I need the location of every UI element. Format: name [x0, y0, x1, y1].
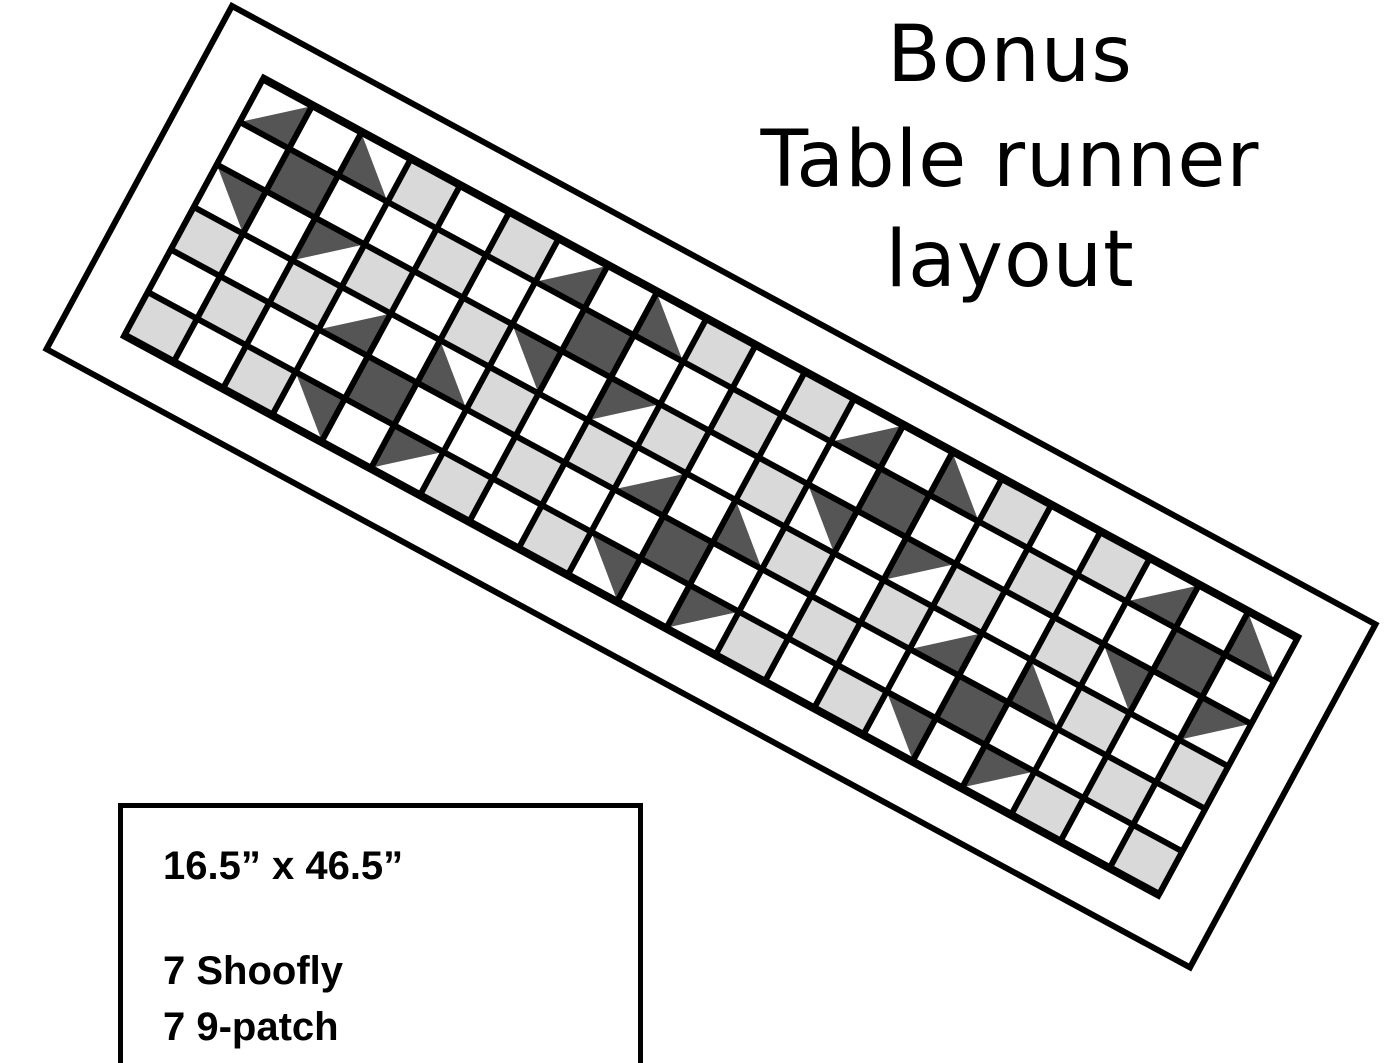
title-block: Bonus Table runner layout — [640, 0, 1380, 310]
finished-size-text: 16.5” x 46.5” — [163, 843, 403, 889]
shoofly-count-text: 7 Shoofly — [163, 948, 343, 994]
title-bonus: Bonus — [640, 0, 1380, 110]
nine-patch-count-text: 7 9-patch — [163, 1004, 339, 1050]
info-box: 16.5” x 46.5” 7 Shoofly 7 9-patch — [118, 803, 643, 1063]
title-table-runner-layout: Table runner layout — [640, 110, 1380, 310]
